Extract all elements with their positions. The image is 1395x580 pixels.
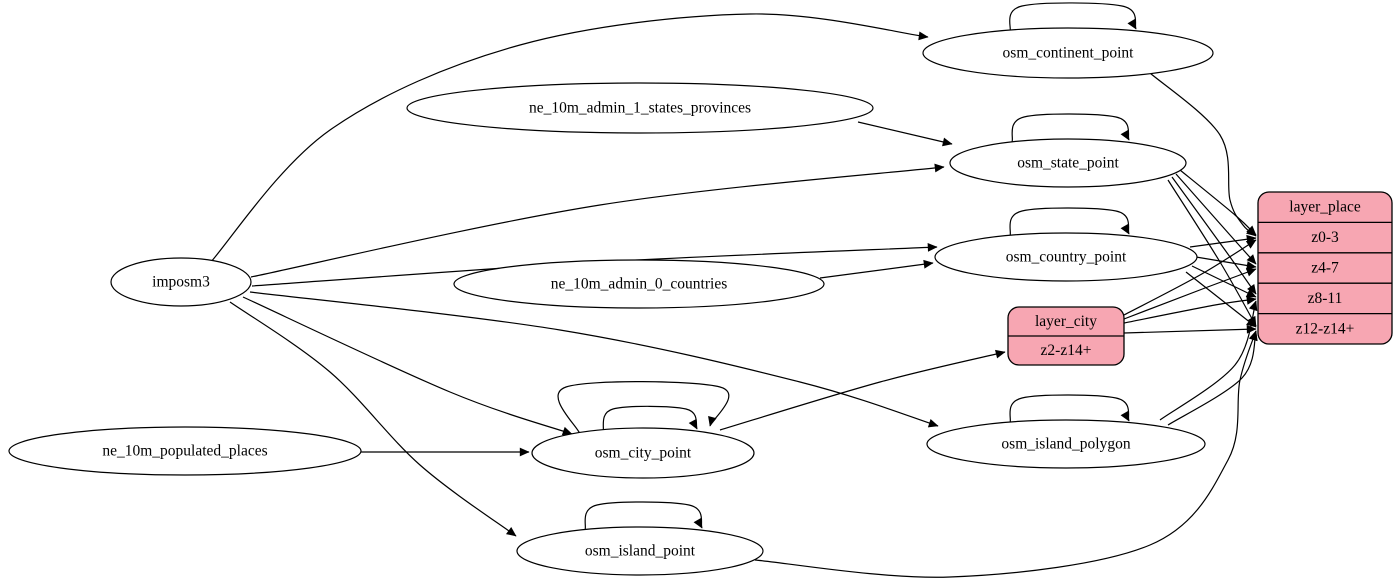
edge-imposm3-to-osm-island-point xyxy=(229,301,517,537)
edge-osm-island-point-to-layer-place-z12-z14- xyxy=(754,330,1258,578)
node-label-osm-state-point: osm_state_point xyxy=(1017,155,1119,172)
node-osm-island-polygon: osm_island_polygon xyxy=(926,419,1206,469)
edge-imposm3-to-osm-city-point xyxy=(242,296,573,436)
edge-ne-10m-admin-1-states-provinces-to-osm-state-point xyxy=(857,121,953,147)
edge-ne-10m-admin-0-countries-to-osm-country-point xyxy=(819,259,934,279)
edges-layer xyxy=(209,2,1258,578)
row-z2-z14-: z2-z14+ xyxy=(1041,342,1092,359)
node-shape-osm-state-point xyxy=(949,138,1187,188)
edge-osm-island-polygon-to-osm-island-polygon-self xyxy=(1009,394,1130,424)
row-z4-7: z4-7 xyxy=(1311,260,1339,277)
node-shape-osm-island-polygon xyxy=(926,419,1206,469)
edge-layer-city-to-layer-place-z8-11 xyxy=(1123,295,1257,324)
node-shape-ne-10m-admin-1-states-provinces xyxy=(406,82,874,134)
node-osm-island-point: osm_island_point xyxy=(516,526,764,576)
node-label-ne-10m-populated-places: ne_10m_populated_places xyxy=(102,443,267,460)
edge-layer-city-to-layer-place-z0-3 xyxy=(1123,239,1257,316)
edge-osm-island-polygon-to-layer-place-z8-11 xyxy=(1159,300,1258,421)
edge-osm-country-point-to-layer-place-z4-7 xyxy=(1195,256,1257,270)
node-ne-10m-admin-1-states-provinces: ne_10m_admin_1_states_provinces xyxy=(406,82,874,134)
edge-imposm3-to-osm-state-point xyxy=(250,163,945,278)
nodes-layer: imposm3 ne_10m_populated_places ne_10m_adm… xyxy=(8,27,1393,576)
row-z8-11: z8-11 xyxy=(1308,290,1343,307)
node-ne-10m-admin-0-countries: ne_10m_admin_0_countries xyxy=(453,259,825,309)
node-label-osm-city-point: osm_city_point xyxy=(595,445,692,462)
row-layer-city: layer_city xyxy=(1035,313,1097,330)
edge-osm-city-point-to-layer-city-z2-z14- xyxy=(719,349,1006,431)
row-z0-3: z0-3 xyxy=(1311,229,1339,246)
node-label-osm-continent-point: osm_continent_point xyxy=(1003,45,1135,62)
node-shape-osm-city-point xyxy=(531,427,755,479)
edge-osm-state-point-to-layer-place-z12-z14- xyxy=(1167,179,1257,327)
node-shape-ne-10m-populated-places xyxy=(8,426,362,476)
edge-osm-continent-point-to-osm-continent-point-self xyxy=(1009,2,1137,33)
node-label-osm-island-point: osm_island_point xyxy=(585,543,696,560)
node-shape-osm-country-point xyxy=(934,232,1198,282)
node-osm-country-point: osm_country_point xyxy=(934,232,1198,282)
edge-osm-state-point-to-osm-state-point-self xyxy=(1011,113,1130,143)
node-ne-10m-populated-places: ne_10m_populated_places xyxy=(8,426,362,476)
edge-osm-country-point-to-osm-country-point-self xyxy=(1009,207,1130,237)
edge-imposm3-to-osm-island-polygon xyxy=(249,291,939,428)
node-shape-osm-island-point xyxy=(516,526,764,576)
node-label-osm-country-point: osm_country_point xyxy=(1006,249,1127,266)
node-label-osm-island-polygon: osm_island_polygon xyxy=(1001,436,1130,453)
edge-osm-state-point-to-layer-place-z0-3 xyxy=(1179,169,1257,236)
edge-osm-city-point-to-osm-city-point-self xyxy=(602,405,698,433)
edge-osm-island-polygon-to-layer-place-z12-z14- xyxy=(1167,330,1258,426)
edge-osm-island-point-to-osm-island-point-self xyxy=(584,501,703,531)
node-shape-osm-continent-point xyxy=(922,27,1214,79)
node-shape-layer-place xyxy=(1257,191,1393,345)
node-label-ne-10m-admin-0-countries: ne_10m_admin_0_countries xyxy=(551,276,728,293)
node-osm-city-point: osm_city_point xyxy=(531,427,755,479)
row-layer-place: layer_place xyxy=(1289,199,1361,216)
node-imposm3: imposm3 xyxy=(110,257,252,307)
edge-layer-city-to-layer-place-z4-7 xyxy=(1123,268,1257,320)
node-shape-ne-10m-admin-0-countries xyxy=(453,259,825,309)
node-label-imposm3: imposm3 xyxy=(152,274,210,291)
edge-osm-city-point-to-osm-city-point-self xyxy=(557,381,730,435)
edge-osm-state-point-to-layer-place-z8-11 xyxy=(1171,176,1257,295)
edge-osm-country-point-to-layer-place-z0-3 xyxy=(1189,234,1257,248)
node-osm-state-point: osm_state_point xyxy=(949,138,1187,188)
edge-osm-state-point-to-layer-place-z4-7 xyxy=(1175,173,1257,265)
edge-osm-country-point-to-layer-place-z12-z14- xyxy=(1185,271,1257,328)
edge-imposm3-to-osm-continent-point xyxy=(209,13,929,264)
row-z12-z14-: z12-z14+ xyxy=(1296,320,1355,337)
node-label-ne-10m-admin-1-states-provinces: ne_10m_admin_1_states_provinces xyxy=(529,100,751,117)
node-osm-continent-point: osm_continent_point xyxy=(922,27,1214,79)
node-shape-imposm3 xyxy=(110,257,252,307)
node-layer-city: layer_city z2-z14+ xyxy=(1007,306,1125,366)
edge-layer-city-to-layer-place-z12-z14- xyxy=(1123,324,1257,334)
edge-osm-continent-point-to-layer-place-z0-3 xyxy=(1149,72,1257,237)
node-layer-place: layer_place z0-3 z4-7 z8-11 z12-z14+ xyxy=(1257,191,1393,345)
